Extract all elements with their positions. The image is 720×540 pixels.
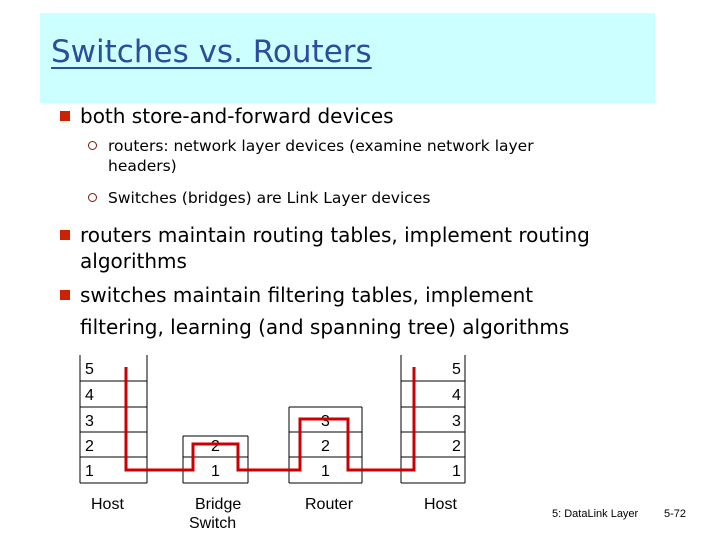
bullet-marker — [60, 230, 70, 240]
layer-label: 2 — [85, 438, 94, 455]
sub-bullet-marker — [88, 141, 97, 150]
layer-label: 5 — [85, 361, 94, 378]
host-left-label: Host — [91, 496, 124, 513]
sub-bullet-marker — [88, 193, 97, 202]
footer-chapter: 5: DataLink Layer — [552, 508, 639, 520]
layer-label: 2 — [211, 438, 220, 455]
layer-label: 1 — [211, 463, 220, 480]
layer-label: 3 — [85, 413, 94, 430]
layer-label: 4 — [85, 387, 94, 404]
bridge-stack — [182, 435, 249, 484]
bullet-text-cont: filtering, learning (and spanning tree) … — [80, 315, 570, 339]
footer-page-number: 5-72 — [664, 508, 687, 520]
title-band — [40, 13, 655, 103]
layer-label: 5 — [452, 361, 461, 378]
bullet-text: switches maintain filtering tables, impl… — [80, 283, 534, 307]
bridge-label: Bridge — [195, 496, 241, 513]
bullet-marker — [60, 290, 70, 300]
layer-label: 4 — [452, 387, 461, 404]
sub-bullet-text: routers: network layer devices (examine … — [108, 137, 534, 155]
sub-bullet-text: Switches (bridges) are Link Layer device… — [108, 189, 431, 207]
bullet-text-cont: algorithms — [80, 249, 187, 273]
bullet-text: routers maintain routing tables, impleme… — [80, 223, 590, 247]
layer-label: 2 — [321, 438, 330, 455]
layer-label: 1 — [85, 463, 94, 480]
host-right-label: Host — [424, 496, 457, 513]
switch-label: Switch — [189, 515, 236, 532]
layer-label: 3 — [452, 413, 461, 430]
layer-label: 1 — [452, 463, 461, 480]
layer-label: 1 — [321, 463, 330, 480]
host-left-stack — [79, 355, 148, 484]
data-path — [124, 367, 416, 472]
slide-title: Switches vs. Routers — [51, 34, 372, 70]
bullet-marker — [60, 111, 70, 121]
host-right-stack — [400, 355, 466, 484]
layer-label: 3 — [321, 413, 330, 430]
sub-bullet-text-cont: headers) — [108, 157, 177, 175]
layer-label: 2 — [452, 438, 461, 455]
bullet-text: both store-and-forward devices — [80, 104, 394, 128]
router-label: Router — [305, 496, 354, 513]
